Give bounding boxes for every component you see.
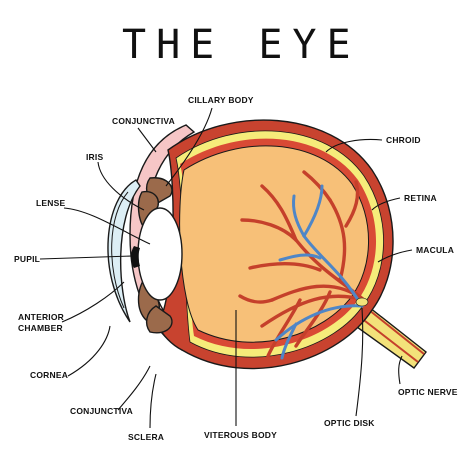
label-chroid: CHROID [386, 135, 421, 145]
pupil-shape [131, 246, 140, 268]
label-conjunctiva-bottom: CONJUNCTIVA [70, 406, 133, 416]
label-viterous-body: VITEROUS BODY [204, 430, 277, 440]
label-anterior: ANTERIOR [18, 312, 64, 322]
diagram-title: THE EYE [122, 22, 361, 68]
cornea-inner-line [111, 191, 129, 309]
label-pupil: PUPIL [14, 254, 40, 264]
leader-lines [39, 107, 413, 429]
lens-shape [137, 207, 183, 301]
label-conjunctiva-top: CONJUNCTIVA [112, 116, 175, 126]
label-macula: MACULA [416, 245, 454, 255]
label-retina: RETINA [404, 193, 437, 203]
labels: CILLARY BODY CONJUNCTIVA CHROID IRIS LEN… [14, 95, 458, 442]
retinal-arteries [238, 170, 366, 358]
label-iris: IRIS [86, 152, 103, 162]
label-optic-disk: OPTIC DISK [324, 418, 375, 428]
label-optic-nerve: OPTIC NERVE [398, 387, 458, 397]
label-lense: LENSE [36, 198, 65, 208]
label-ciliary-body: CILLARY BODY [188, 95, 254, 105]
label-sclera: SCLERA [128, 432, 164, 442]
label-chamber: CHAMBER [18, 323, 63, 333]
ciliary-body-lower [145, 305, 173, 334]
eye-anatomy [107, 119, 427, 370]
optic-nerve-stripe [355, 305, 425, 363]
retinal-veins [274, 184, 364, 360]
label-cornea: CORNEA [30, 370, 68, 380]
optic-disc [355, 297, 369, 307]
